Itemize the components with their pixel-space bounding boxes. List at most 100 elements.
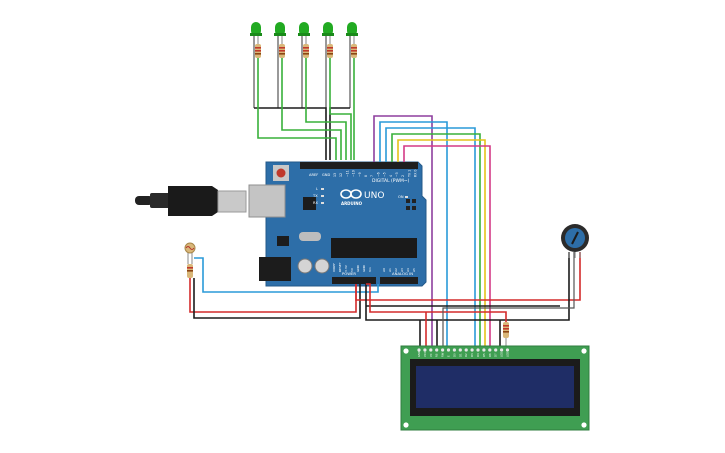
- led-1[interactable]: [250, 22, 262, 108]
- aref-label: AREF: [309, 173, 318, 177]
- crystal: [299, 232, 321, 241]
- power-pin-label: 5V: [350, 267, 354, 272]
- led-3[interactable]: [298, 22, 310, 108]
- digital-header[interactable]: [300, 162, 418, 169]
- wire-5v-bus[interactable]: [355, 252, 581, 301]
- lcd-pin-label: GND: [417, 351, 421, 357]
- lcd-pin-label: VCC: [423, 351, 427, 357]
- lcd-pin[interactable]: [417, 348, 421, 352]
- lcd-pin[interactable]: [470, 348, 474, 352]
- rx-label: RX: [313, 201, 318, 205]
- lcd-pin-label: D2: [464, 353, 468, 357]
- led-5[interactable]: [346, 22, 358, 108]
- wire-gnd-bus[interactable]: [254, 107, 327, 160]
- wire-lcd-yellow[interactable]: [397, 139, 486, 347]
- lcd-pin[interactable]: [446, 348, 451, 352]
- power-pin-label: GND: [356, 264, 360, 272]
- power-pin-label: 3.3V: [344, 264, 348, 272]
- digital-pin-label: ~3: [395, 172, 399, 177]
- power-pin-label: GND: [362, 264, 366, 272]
- wire-ldr-gnd[interactable]: [193, 278, 361, 319]
- lcd-pin[interactable]: [476, 348, 480, 352]
- mount-hole: [403, 348, 409, 354]
- board-model: UNO: [364, 191, 384, 201]
- wire-gnd-5[interactable]: [329, 107, 350, 160]
- wire-lcd-green[interactable]: [391, 133, 481, 347]
- lcd-pin-label: D0: [452, 353, 456, 357]
- regulator: [277, 236, 289, 246]
- lcd-pin-label: LED: [500, 352, 504, 357]
- lcd-pin[interactable]: [441, 348, 445, 352]
- led-2[interactable]: [274, 22, 286, 108]
- lcd-pin[interactable]: [458, 348, 462, 352]
- analog-pin-label: A2: [394, 268, 398, 272]
- power-header-label: POWER: [342, 271, 356, 276]
- wire-lcd-blue-2[interactable]: [385, 127, 476, 347]
- usb-chip: [303, 197, 316, 210]
- wire-5v-to-lcd[interactable]: [366, 283, 507, 322]
- wire-ldr-signal[interactable]: [194, 257, 379, 293]
- digital-pin-label: TX 1: [407, 170, 411, 178]
- wire-led-3[interactable]: [305, 58, 347, 160]
- potentiometer[interactable]: [561, 224, 589, 258]
- analog-header-strip[interactable]: [380, 277, 418, 284]
- usb-cable[interactable]: [135, 186, 247, 216]
- wire-led-2[interactable]: [281, 58, 342, 160]
- power-header-strip[interactable]: [332, 277, 376, 284]
- wire-lcd-blue-1[interactable]: [379, 121, 448, 347]
- digital-pin-label: 7: [370, 175, 374, 177]
- reset-button-cap[interactable]: [276, 168, 286, 178]
- arduino-uno[interactable]: AREF GND DIGITAL (PWM~) L TX RX ON UNO A…: [248, 161, 427, 287]
- led-wires: [254, 58, 355, 160]
- atmega-chip: [331, 238, 417, 258]
- lcd-pin[interactable]: [494, 348, 498, 352]
- lcd-screen: [416, 366, 574, 408]
- wire-led-1[interactable]: [257, 58, 337, 160]
- lcd-pin[interactable]: [423, 348, 427, 352]
- power-pin-label: RESET: [338, 262, 342, 272]
- digital-pin-label: 13: [333, 173, 337, 177]
- lcd-backlight-resistor[interactable]: [503, 322, 509, 347]
- analog-pin-label: A1: [388, 268, 392, 272]
- digital-pin-label: RX 0: [414, 170, 418, 177]
- wire-led-4[interactable]: [329, 58, 352, 160]
- lcd-pin-label: D3: [470, 353, 474, 357]
- usb-cable-strain: [135, 196, 153, 205]
- digital-pin-label: 12: [339, 173, 343, 177]
- led-4[interactable]: [322, 22, 334, 108]
- lcd-pin[interactable]: [464, 348, 468, 352]
- analog-pin-label: A4: [406, 268, 410, 272]
- lcd-pin[interactable]: [488, 348, 492, 352]
- power-pin-label: Vin: [368, 267, 372, 272]
- lcd-pin-label: E: [447, 355, 451, 357]
- lcd-pin-label: D4: [476, 353, 480, 357]
- digital-header-label: DIGITAL (PWM~): [372, 178, 410, 184]
- lcd-pin[interactable]: [452, 348, 456, 352]
- wire-pot-wiper[interactable]: [442, 252, 575, 347]
- lcd-pin[interactable]: [482, 348, 486, 352]
- lcd-pin[interactable]: [429, 348, 433, 352]
- digital-pin-label: ~11: [345, 170, 349, 177]
- lcd-pin[interactable]: [500, 348, 504, 352]
- photoresistor[interactable]: [184, 242, 196, 278]
- lcd-pin-label: RW: [441, 352, 445, 357]
- wire-lcd-magenta[interactable]: [403, 145, 491, 347]
- analog-pin-label: A5: [412, 268, 416, 272]
- wire-lcd-purple[interactable]: [373, 115, 433, 347]
- lcd-pin[interactable]: [505, 348, 510, 352]
- power-pin-label: IOREF: [332, 263, 336, 272]
- gnd-label: GND: [322, 173, 330, 177]
- usb-plug-metal: [217, 190, 247, 213]
- digital-pin-label: 4: [389, 175, 393, 177]
- lcd-pin[interactable]: [435, 348, 439, 352]
- digital-pin-label: ~10: [352, 170, 356, 177]
- wire-gnd-bus-right[interactable]: [365, 252, 570, 321]
- on-label: ON: [398, 195, 404, 199]
- analog-pin-label: A0: [382, 268, 386, 272]
- lcd-pin-label: LED: [506, 352, 510, 357]
